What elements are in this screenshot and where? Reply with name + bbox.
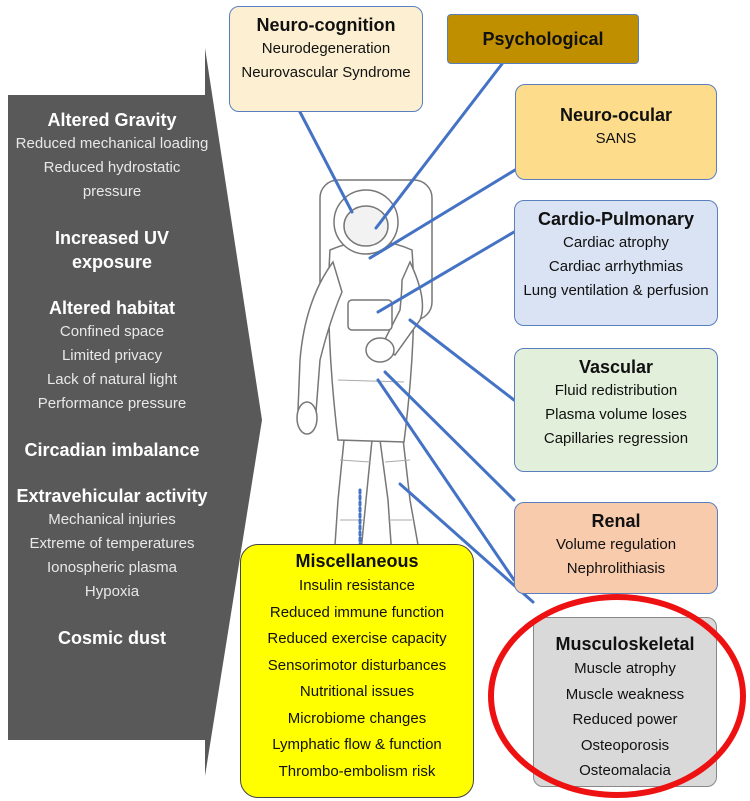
box-item: Reduced immune function (241, 600, 473, 627)
box-title: Vascular (515, 355, 717, 379)
box-item: Cardiac arrhythmias (515, 255, 717, 279)
box-item: Plasma volume loses (515, 403, 717, 427)
box-title: Psychological (448, 27, 638, 51)
box-item: Lymphatic flow & function (241, 732, 473, 759)
cardio-pulmonary-box: Cardio-Pulmonary Cardiac atrophy Cardiac… (514, 200, 718, 326)
box-item: Nutritional issues (241, 679, 473, 706)
neuro-ocular-box: Neuro-ocular SANS (515, 84, 717, 180)
neuro-cognition-box: Neuro-cognition Neurodegeneration Neurov… (229, 6, 423, 112)
box-item: Volume regulation (515, 533, 717, 557)
box-item: SANS (516, 127, 716, 151)
box-item: Sensorimotor disturbances (241, 653, 473, 680)
box-item: Microbiome changes (241, 706, 473, 733)
box-item: Fluid redistribution (515, 379, 717, 403)
box-item: Nephrolithiasis (515, 557, 717, 581)
box-item: Reduced exercise capacity (241, 626, 473, 653)
renal-box: Renal Volume regulation Nephrolithiasis (514, 502, 718, 594)
musculoskeletal-highlight-ellipse (488, 594, 746, 798)
box-item: Neurodegeneration (230, 37, 422, 61)
psychological-box: Psychological (447, 14, 639, 64)
vascular-box: Vascular Fluid redistribution Plasma vol… (514, 348, 718, 472)
box-item: Neurovascular Syndrome (230, 61, 422, 85)
box-item: Capillaries regression (515, 427, 717, 451)
box-title: Renal (515, 509, 717, 533)
miscellaneous-box: Miscellaneous Insulin resistance Reduced… (240, 544, 474, 798)
box-item: Cardiac atrophy (515, 231, 717, 255)
box-title: Cardio-Pulmonary (515, 207, 717, 231)
box-title: Neuro-cognition (230, 13, 422, 37)
box-item: Lung ventilation & perfusion (515, 279, 717, 303)
box-title: Neuro-ocular (516, 103, 716, 127)
box-item: Thrombo-embolism risk (241, 759, 473, 786)
box-item: Insulin resistance (241, 573, 473, 600)
box-title: Miscellaneous (241, 549, 473, 573)
